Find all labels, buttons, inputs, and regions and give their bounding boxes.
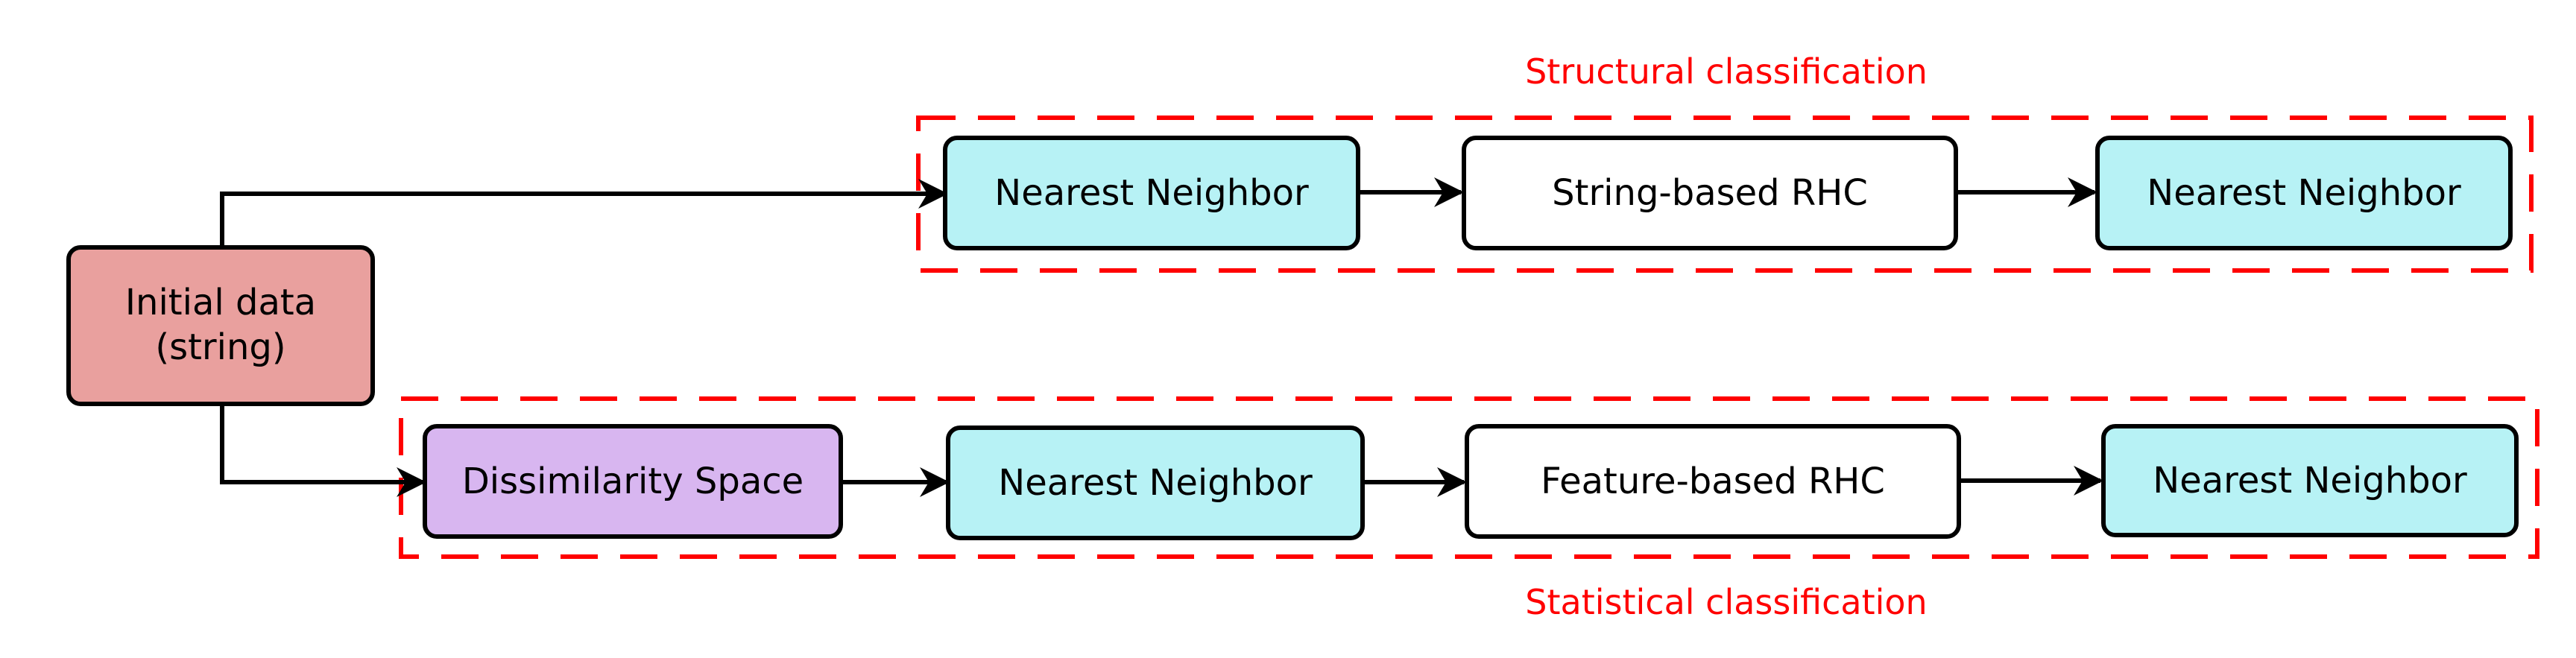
structural-group-frame (916, 116, 2534, 273)
statistical-nearest-neighbor-node-2: Nearest Neighbor (2101, 424, 2519, 537)
statistical-nearest-neighbor-label-2: Nearest Neighbor (2153, 460, 2467, 502)
feature-based-rhc-node: Feature-based RHC (1465, 424, 1961, 539)
initial-data-label-line1: Initial data (125, 282, 316, 323)
statistical-nearest-neighbor-label-1: Nearest Neighbor (998, 462, 1313, 504)
feature-based-rhc-label: Feature-based RHC (1541, 461, 1885, 502)
dissimilarity-space-node: Dissimilarity Space (423, 424, 843, 539)
structural-group-label: Structural classification (1525, 51, 1928, 92)
structural-nearest-neighbor-node-2: Nearest Neighbor (2095, 136, 2513, 250)
initial-data-label-line2: (string) (155, 326, 285, 368)
string-based-rhc-label: String-based RHC (1552, 172, 1868, 214)
edge-initial-to-structural-nn (220, 179, 948, 247)
structural-nearest-neighbor-node-1: Nearest Neighbor (943, 136, 1360, 250)
structural-nearest-neighbor-label-1: Nearest Neighbor (994, 172, 1309, 214)
dissimilarity-space-label: Dissimilarity Space (462, 461, 804, 502)
statistical-nearest-neighbor-node-1: Nearest Neighbor (946, 426, 1365, 540)
statistical-group-label: Statistical classification (1525, 582, 1927, 622)
edge-initial-to-dissimilarity (220, 405, 426, 497)
initial-data-node: Initial data (string) (66, 245, 375, 406)
structural-nearest-neighbor-label-2: Nearest Neighbor (2147, 172, 2461, 214)
string-based-rhc-node: String-based RHC (1462, 136, 1958, 250)
